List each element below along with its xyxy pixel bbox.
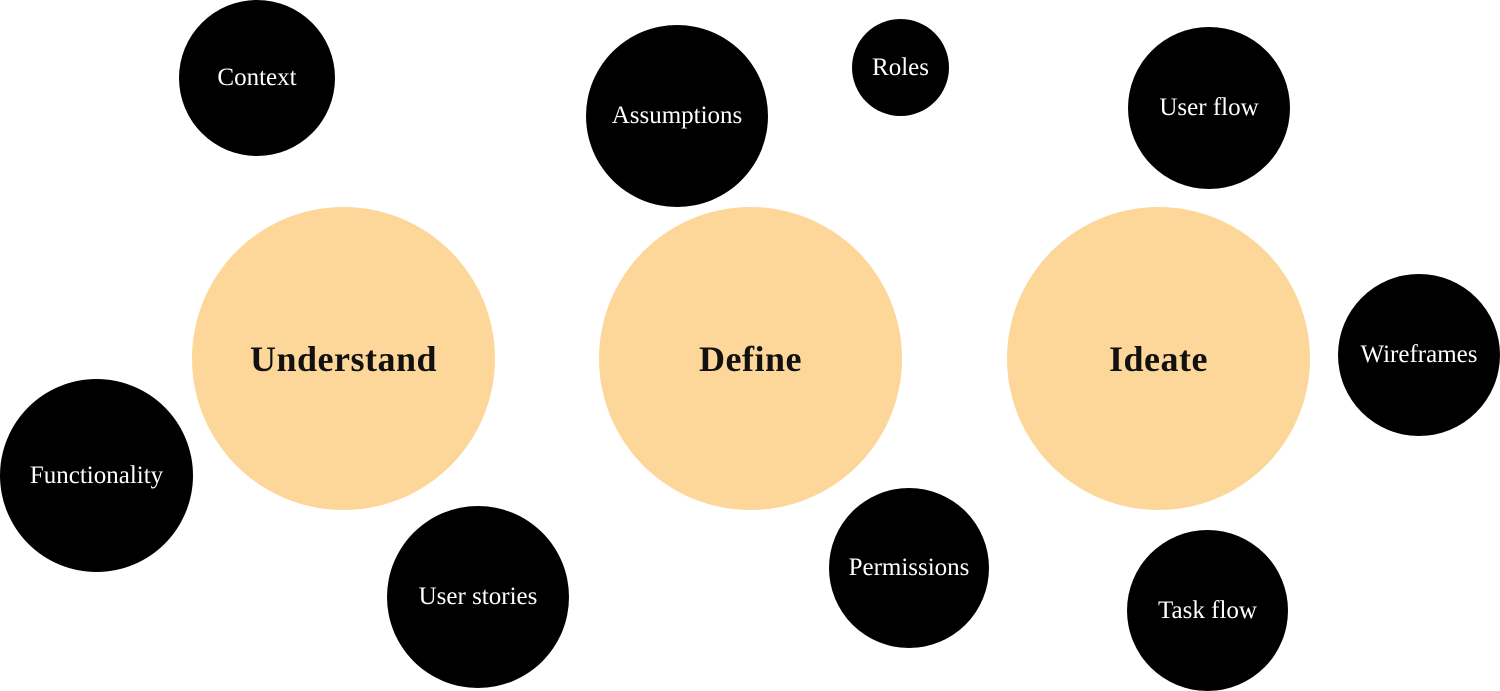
topic-label-assumptions: Assumptions [611,102,743,129]
topic-bubble-functionality: Functionality [0,379,193,572]
topic-bubble-assumptions: Assumptions [586,25,768,207]
topic-bubble-roles: Roles [852,19,949,116]
topic-bubble-task-flow: Task flow [1127,530,1288,691]
stage-label-define: Define [699,338,802,379]
stage-label-ideate: Ideate [1109,338,1208,379]
topic-label-user-stories: User stories [418,583,538,610]
topic-bubble-wireframes: Wireframes [1338,274,1500,436]
topic-bubble-user-stories: User stories [387,506,569,688]
topic-bubble-context: Context [179,0,335,156]
stage-bubble-understand: Understand [192,207,495,510]
topic-label-permissions: Permissions [848,554,970,581]
stage-bubble-ideate: Ideate [1007,207,1310,510]
topic-label-functionality: Functionality [29,461,164,489]
topic-label-roles: Roles [872,53,929,81]
stage-label-understand: Understand [249,338,438,379]
stage-bubble-define: Define [599,207,902,510]
topic-label-user-flow: User flow [1159,94,1259,121]
topic-label-context: Context [217,64,297,91]
topic-bubble-user-flow: User flow [1128,27,1290,189]
topic-bubble-permissions: Permissions [829,488,989,648]
topic-label-task-flow: Task flow [1158,596,1257,624]
topic-label-wireframes: Wireframes [1360,341,1478,368]
